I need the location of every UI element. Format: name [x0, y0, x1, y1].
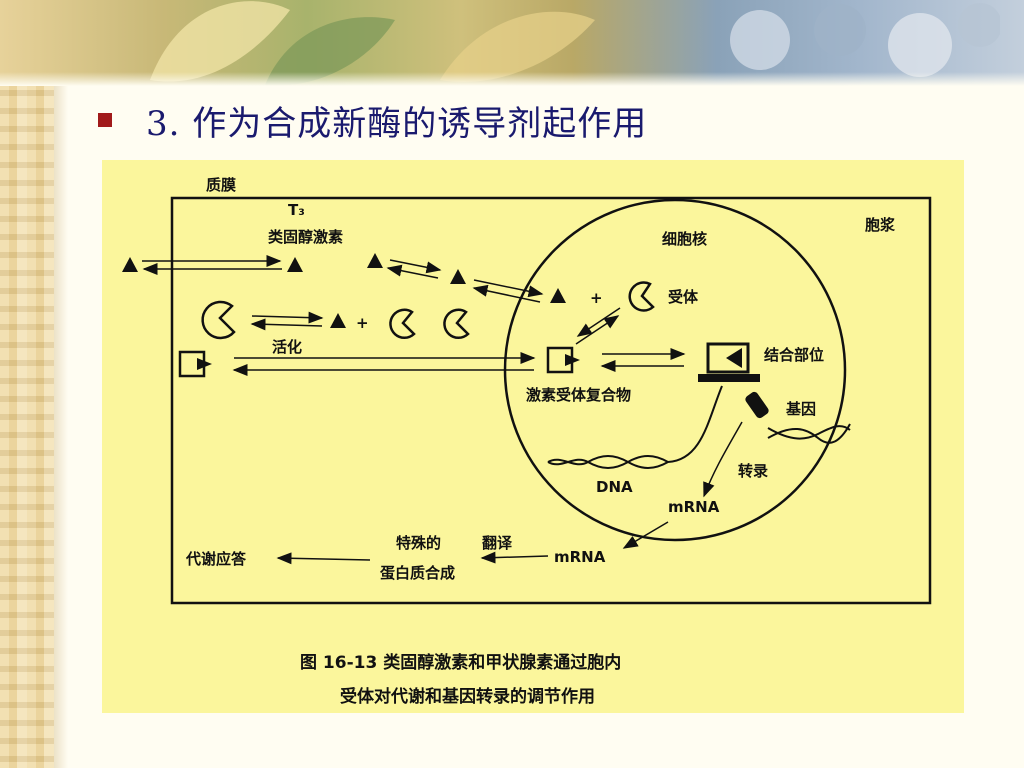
hormone-triangle-icon: [287, 257, 303, 272]
label-steroid-hormone: 类固醇激素: [268, 228, 343, 246]
label-translation: 翻译: [482, 534, 513, 552]
binding-site-box-icon: [706, 342, 750, 374]
slide-title: 3. 作为合成新酶的诱导剂起作用: [146, 103, 648, 144]
label-mrna-nucleus: mRNA: [668, 498, 720, 516]
label-activation: 活化: [272, 338, 302, 356]
decorative-banner: [0, 0, 1024, 86]
receptor-pacman-icon: [443, 308, 470, 339]
label-plasma-membrane: 质膜: [206, 176, 236, 194]
title-row: 3. 作为合成新酶的诱导剂起作用: [98, 94, 647, 146]
gene-segment-icon: [745, 391, 769, 419]
parchment-side-strip: [0, 0, 68, 768]
flower-decoration-icon: [730, 3, 1000, 77]
label-mrna-cytoplasm: mRNA: [554, 548, 606, 566]
caption-line-2: 受体对代谢和基因转录的调节作用: [340, 686, 595, 707]
label-dna: DNA: [596, 478, 633, 496]
label-nucleus: 细胞核: [662, 230, 707, 248]
nucleus-outline: [503, 198, 847, 542]
leaf-decoration-icon: [150, 1, 290, 82]
receptor-pacman-icon: [628, 281, 655, 312]
label-cytoplasm: 胞浆: [864, 216, 896, 234]
label-protein-synthesis: 蛋白质合成: [380, 564, 455, 582]
hormone-triangle-icon: [450, 269, 466, 284]
dna-helix-right: [767, 425, 851, 440]
label-receptor: 受体: [668, 288, 699, 306]
bullet-square-icon: [98, 113, 112, 127]
label-gene: 基因: [785, 400, 816, 418]
receptor-pacman-icon: [389, 308, 416, 339]
hormone-triangle-icon: [367, 253, 383, 268]
label-special: 特殊的: [396, 534, 441, 552]
label-plus-2: +: [356, 314, 369, 332]
binding-site-base: [698, 374, 760, 382]
leaf-decoration-icon: [440, 11, 595, 82]
plasma-membrane-outline: [170, 196, 932, 605]
label-plus-1: +: [590, 289, 603, 307]
hormone-triangle-icon: [330, 313, 346, 328]
diagram-canvas: 质膜 T₃ 类固醇激素 胞浆 细胞核 + 受体 + 活化: [122, 176, 932, 707]
hormone-triangle-icon: [122, 257, 138, 272]
hormone-triangle-icon: [550, 288, 566, 303]
caption-line-1: 图 16-13 类固醇激素和甲状腺素通过胞内: [300, 652, 621, 673]
label-transcription: 转录: [738, 462, 768, 480]
receptor-pacman-icon: [201, 300, 236, 340]
label-hormone-receptor-complex: 激素受体复合物: [526, 386, 631, 404]
label-metabolic-response: 代谢应答: [185, 550, 247, 568]
label-t3: T₃: [288, 201, 305, 219]
leaf-decoration-icon: [265, 17, 395, 86]
diagram-figure: 质膜 T₃ 类固醇激素 胞浆 细胞核 + 受体 + 活化: [102, 160, 964, 713]
label-binding-site: 结合部位: [764, 346, 824, 364]
